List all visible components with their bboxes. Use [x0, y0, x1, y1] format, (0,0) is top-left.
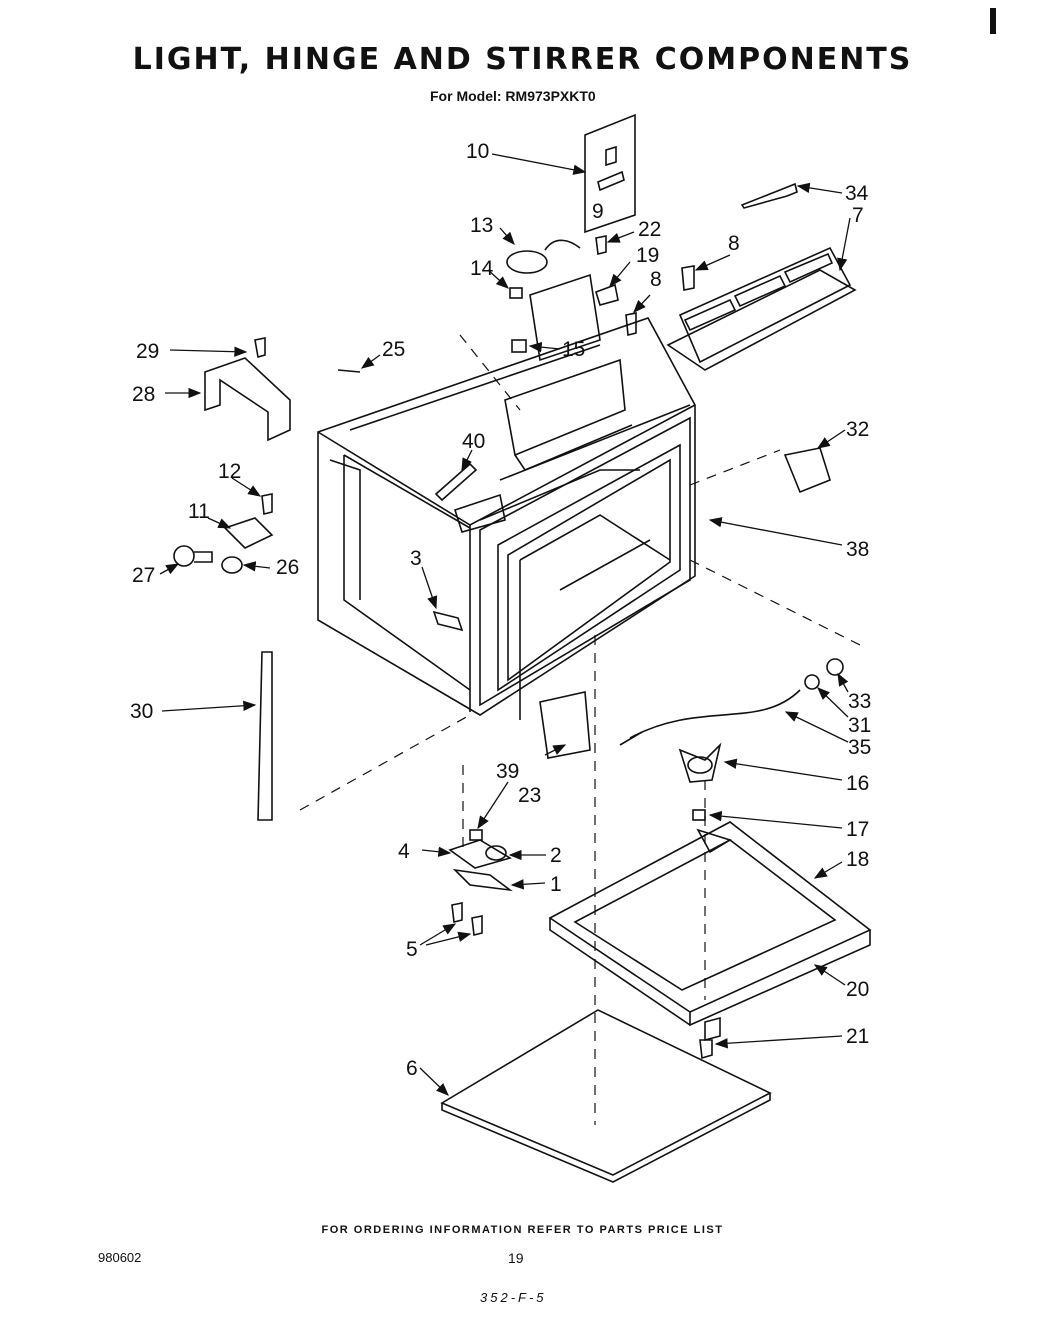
part-33-nut	[826, 658, 844, 676]
microwave-cabinet	[317, 273, 696, 720]
callout-13: 13	[470, 214, 493, 237]
callout-8b: 8	[728, 232, 740, 255]
part-9-clip	[597, 170, 625, 192]
part-2-washer	[485, 845, 507, 861]
callout-39: 39	[496, 760, 519, 783]
part-16-stirrer-blade	[678, 742, 722, 783]
callout-40: 40	[462, 430, 485, 453]
callout-3: 3	[410, 547, 422, 570]
callout-12: 12	[218, 460, 241, 483]
callout-21: 21	[846, 1025, 869, 1048]
callout-19: 19	[636, 244, 659, 267]
part-28-light-cover	[204, 357, 291, 442]
callout-30: 30	[130, 700, 153, 723]
part-40-bracket	[434, 462, 478, 502]
callout-labels: 10 9 13 14 22 19 8 8 34 7 29 28 25 15 40…	[130, 140, 871, 1080]
part-29-screw	[254, 337, 266, 359]
part-13-stirrer-motor	[506, 250, 548, 274]
callout-6: 6	[406, 1057, 418, 1080]
ordering-note: FOR ORDERING INFORMATION REFER TO PARTS …	[321, 1224, 724, 1236]
part-10-bracket	[584, 113, 636, 234]
callout-29: 29	[136, 340, 159, 363]
part-7-duct-cover	[666, 269, 857, 371]
model-label: For Model: RM973PXKT0	[430, 88, 596, 104]
part-1-hinge-pin	[452, 868, 513, 892]
part-23-cover	[539, 691, 591, 759]
part-35-stirrer-shaft	[629, 689, 801, 739]
part-26-lamp-socket	[221, 556, 243, 574]
part-25-pin	[337, 369, 361, 373]
callout-31: 31	[848, 714, 871, 737]
reference-code: 352-F-5	[480, 1290, 547, 1305]
part-21-screw	[699, 1039, 713, 1060]
part-32-switch	[783, 447, 831, 494]
callout-22: 22	[638, 218, 661, 241]
callout-4: 4	[398, 840, 410, 863]
callout-18: 18	[846, 848, 869, 871]
callout-38: 38	[846, 538, 869, 561]
callout-10: 10	[466, 140, 489, 163]
part-17-coupler	[692, 809, 706, 821]
callout-27: 27	[132, 564, 155, 587]
registration-mark	[990, 8, 996, 34]
part-11-socket-bracket	[223, 517, 274, 549]
document-code: 980602	[98, 1250, 142, 1265]
part-8-screw-b	[681, 265, 695, 291]
page-number: 19	[508, 1250, 524, 1266]
part-19-clip	[595, 283, 619, 306]
callout-23: 23	[518, 784, 541, 807]
part-22-screw	[595, 235, 607, 255]
part-15-nut	[511, 339, 527, 353]
callout-35: 35	[848, 736, 871, 759]
part-34-probe	[740, 182, 798, 209]
part-30-door-strip	[257, 651, 273, 821]
part-31-washer	[804, 674, 820, 690]
callout-33: 33	[848, 690, 871, 713]
callout-5: 5	[406, 938, 418, 961]
part-12-screw	[261, 493, 273, 515]
part-3-hinge-plate	[432, 610, 464, 632]
callout-2: 2	[550, 844, 562, 867]
callout-7: 7	[852, 204, 864, 227]
callout-34: 34	[845, 182, 869, 205]
callout-28: 28	[132, 383, 155, 406]
callout-20: 20	[846, 978, 869, 1001]
callout-11: 11	[188, 500, 210, 523]
callout-9: 9	[592, 200, 604, 223]
part-20-rail	[704, 1016, 721, 1042]
callout-1: 1	[550, 873, 562, 896]
callout-25: 25	[382, 338, 405, 361]
part-4-hinge	[448, 839, 512, 869]
part-27-light-bulb	[173, 545, 195, 567]
callout-16: 16	[846, 772, 869, 795]
callout-14: 14	[470, 257, 494, 280]
part-5-screw	[451, 902, 463, 923]
part-10-screw	[605, 145, 617, 167]
callout-26: 26	[276, 556, 299, 579]
page-title: LIGHT, HINGE AND STIRRER COMPONENTS	[132, 42, 913, 77]
callout-32: 32	[846, 418, 869, 441]
callout-17: 17	[846, 818, 869, 841]
part-5-screw-b	[471, 915, 483, 936]
part-8-screw	[625, 312, 637, 337]
callout-15: 15	[562, 338, 585, 361]
callout-8a: 8	[650, 268, 662, 291]
part-39-bushing	[469, 829, 483, 841]
part-14-nut	[509, 287, 523, 299]
